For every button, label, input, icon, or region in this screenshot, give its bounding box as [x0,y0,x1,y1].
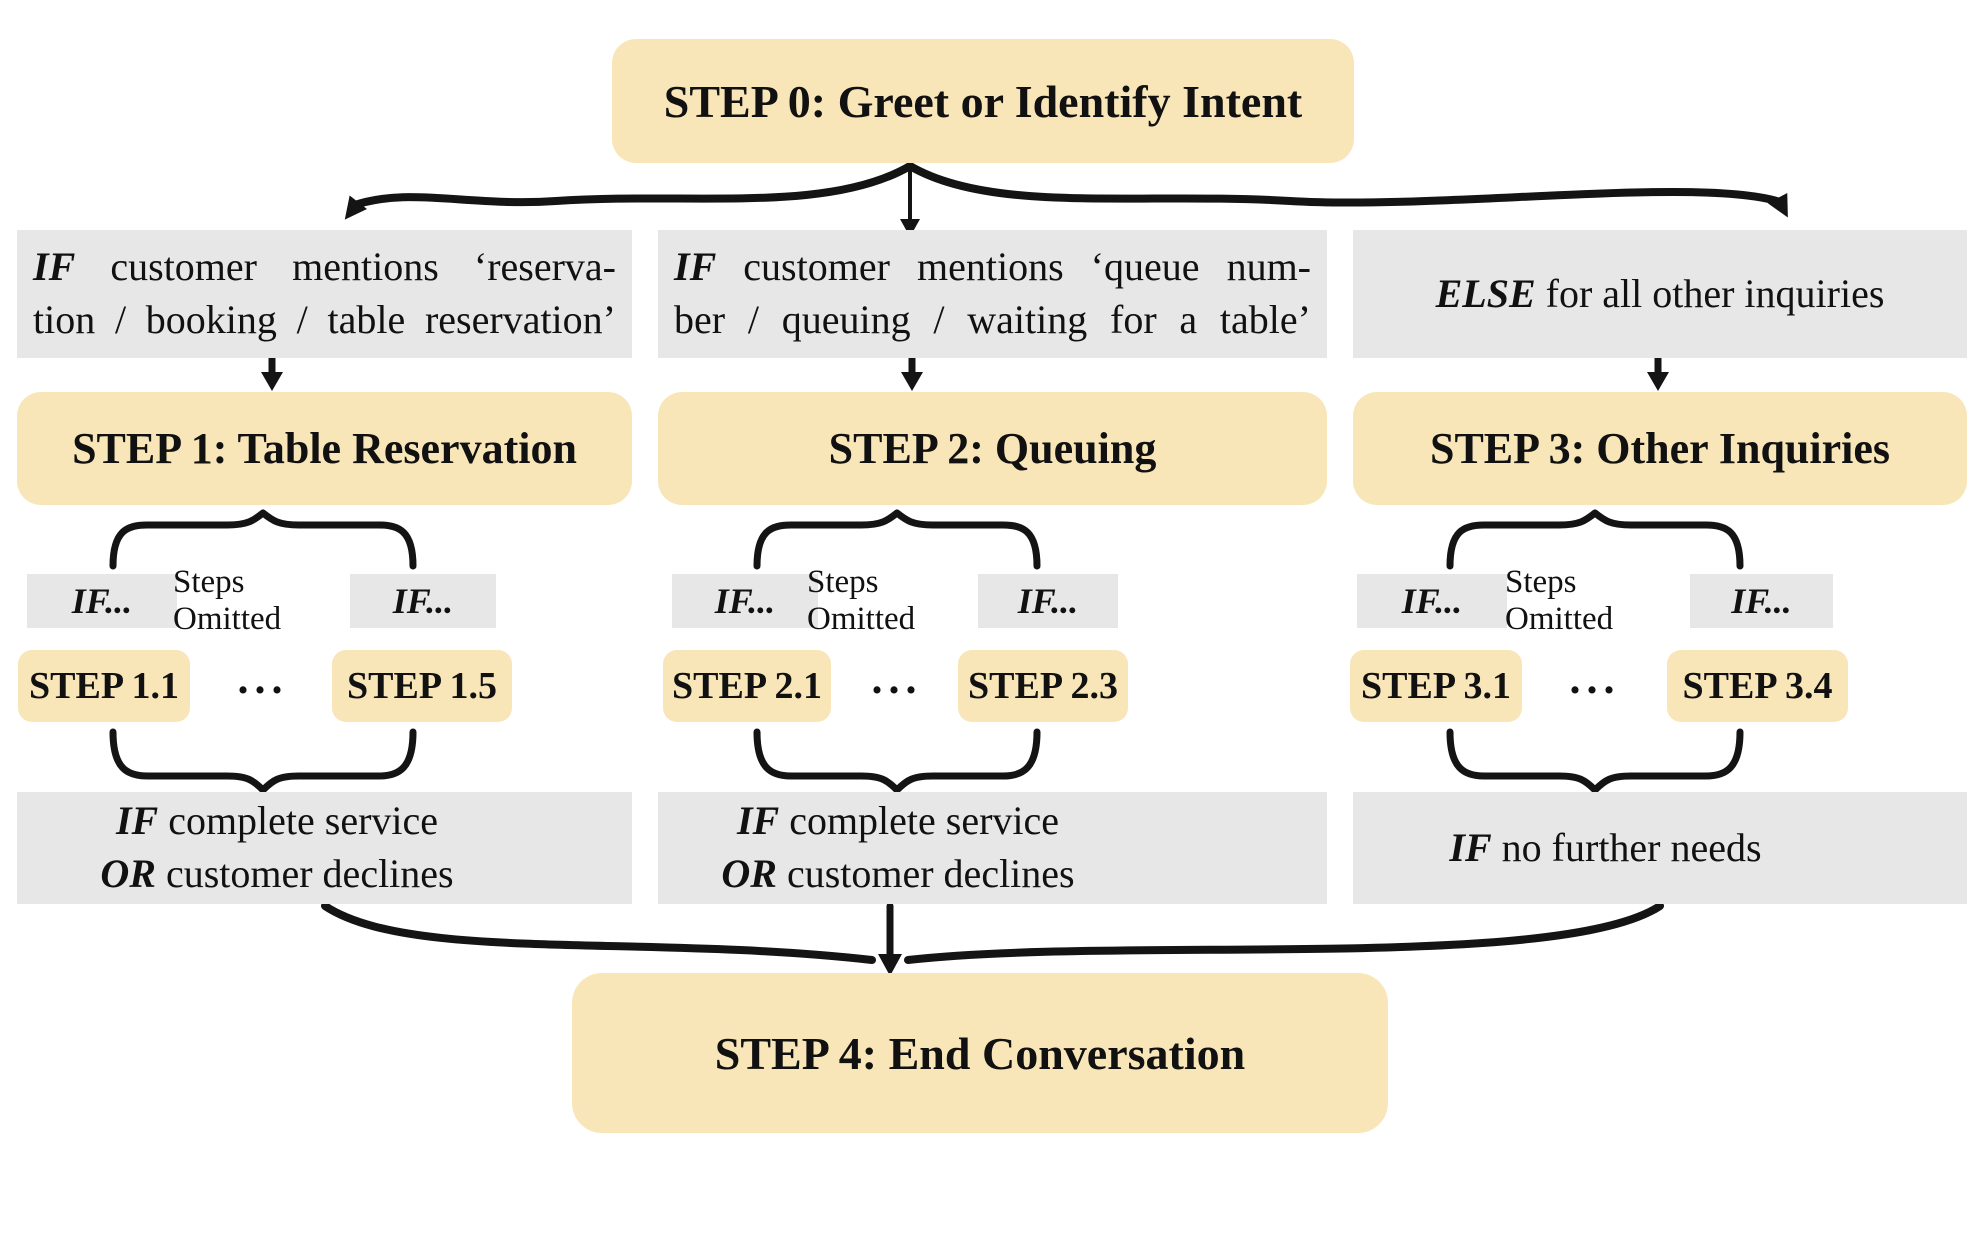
step1-label: STEP 1: Table Reservation [72,424,577,473]
step0-box: STEP 0: Greet or Identify Intent [612,39,1354,163]
underbrace-branch1 [109,728,417,794]
branch1-condition-line1: IF customer mentions ‘reserva- [33,244,616,290]
arrowhead-step1 [261,372,283,391]
branch2-condition-line2: ber / queuing / waiting for a table’ [674,297,1311,342]
branch2-if-left-box: IF... [672,574,818,628]
overbrace-branch3 [1446,509,1744,570]
branch2-exit-line1: IF complete service [736,798,1060,844]
arrowhead-step3 [1647,372,1669,391]
branch1-exit-line2: OR customer declines [100,851,454,896]
branch3-substep-last: STEP 3.4 [1667,650,1848,722]
branch3-condition-box: ELSE for all other inquiries [1353,230,1967,358]
branch3-condition-keyword: ELSE [1435,270,1536,316]
branch1-exit-box: IF complete service OR customer declines [17,792,632,904]
branch3-exit-line1: IF no further needs [1449,824,1762,870]
branch2-substep-first: STEP 2.1 [663,650,831,722]
arrowhead-step2 [901,372,923,391]
arrowhead-branch1 [344,195,367,220]
step4-label: STEP 4: End Conversation [714,1027,1246,1079]
step4-box: STEP 4: End Conversation [572,973,1388,1133]
step0-label: STEP 0: Greet or Identify Intent [663,75,1303,127]
step2-label: STEP 2: Queuing [828,424,1157,473]
branch3-if-right-box: IF... [1690,574,1833,628]
arrow-step0-to-branch1 [348,162,914,210]
branch2-exit-line2: OR customer declines [721,851,1075,896]
arrow-exit1-to-step4 [321,902,876,964]
branch3-steps-omitted-label: Steps Omitted [1505,564,1614,637]
branch2-exit-box: IF complete service OR customer declines [658,792,1327,904]
step3-label: STEP 3: Other Inquiries [1429,424,1891,473]
branch2-substep-last: STEP 2.3 [958,650,1128,722]
branch3-if-left-box: IF... [1357,574,1507,628]
branch1-if-left-box: IF... [27,574,177,628]
step1-box: STEP 1: Table Reservation [17,392,632,505]
branch2-condition-keyword: IF [674,244,717,290]
step2-box: STEP 2: Queuing [658,392,1327,505]
branch1-exit-line1: IF complete service [115,798,439,844]
branch2-substep-ellipsis: ... [871,653,923,703]
branch1-substep-first: STEP 1.1 [18,650,190,722]
branch1-condition-box: IF customer mentions ‘reserva- tion / bo… [17,230,632,358]
underbrace-branch2 [753,728,1041,794]
overbrace-branch2 [753,509,1041,570]
arrowhead-branch3 [1767,192,1788,218]
branch1-substep-last: STEP 1.5 [332,650,512,722]
branch2-condition-line1: IF customer mentions ‘queue num- [674,244,1311,290]
underbrace-branch3 [1446,728,1744,794]
branch2-steps-omitted-label: Steps Omitted [807,564,916,637]
branch2-condition-box: IF customer mentions ‘queue num- ber / q… [658,230,1327,358]
branch3-exit-box: IF no further needs [1353,792,1967,904]
branch2-if-right-box: IF... [978,574,1118,628]
arrow-step0-to-branch3 [906,162,1784,207]
branch3-substep-first: STEP 3.1 [1350,650,1522,722]
arrow-exit3-to-step4 [904,902,1664,964]
branch1-if-right-box: IF... [350,574,496,628]
branch3-condition-line1: ELSE for all other inquiries [1435,270,1885,316]
branch1-substep-ellipsis: ... [237,653,289,703]
branch1-condition-keyword: IF [33,244,76,290]
branch1-steps-omitted-label: Steps Omitted [173,564,282,637]
branch3-substep-ellipsis: ... [1569,653,1621,703]
overbrace-branch1 [109,509,417,570]
step3-box: STEP 3: Other Inquiries [1353,392,1967,505]
branch1-condition-line2: tion / booking / table reservation’ [33,297,616,342]
